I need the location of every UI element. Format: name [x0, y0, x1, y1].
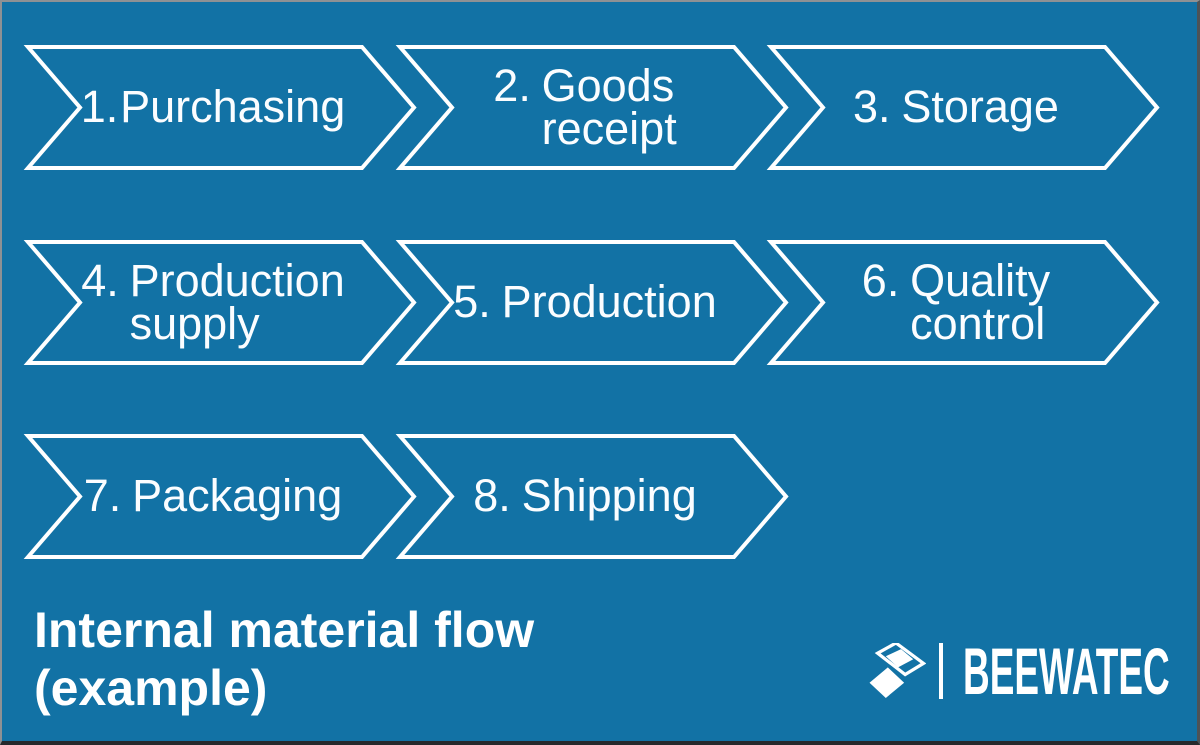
- step-number: 1.: [80, 81, 119, 133]
- brand-name: BEEWATEC: [963, 634, 1170, 708]
- step-chevron-6: 6. Quality control: [766, 240, 1160, 365]
- step-label-8: 8. Shipping: [473, 470, 697, 522]
- step-label-2: 2. Goods receipt: [493, 59, 677, 154]
- step-text: Purchasing: [120, 81, 346, 133]
- step-text: Production supply: [129, 254, 345, 349]
- chevron-outline: [395, 434, 789, 559]
- step-number: 4.: [81, 254, 119, 306]
- step-number: 7.: [83, 470, 122, 522]
- step-number: 8.: [473, 470, 511, 522]
- chevron-outline: [23, 240, 417, 365]
- step-label-7: 7. Packaging: [83, 470, 343, 522]
- step-number: 5.: [453, 276, 491, 328]
- chevron-outline: [23, 434, 417, 559]
- chevron-outline: [23, 45, 417, 170]
- logo-divider: [939, 643, 943, 699]
- chevron-outline: [395, 45, 789, 170]
- step-text: Quality control: [910, 254, 1051, 349]
- beewatec-tile-icon: [869, 642, 926, 698]
- chevron-outline: [766, 45, 1160, 170]
- diagram-title: Internal material flow (example): [34, 602, 535, 716]
- step-label-3: 3. Storage: [853, 81, 1059, 133]
- step-text: Shipping: [521, 470, 697, 522]
- step-text: Goods receipt: [541, 59, 677, 154]
- step-number: 3.: [853, 81, 891, 133]
- brand-logo: BEEWATEC: [868, 634, 1197, 708]
- step-text: Packaging: [132, 470, 343, 522]
- step-chevron-7: 7. Packaging: [23, 434, 417, 559]
- step-text: Storage: [901, 81, 1059, 133]
- step-chevron-5: 5. Production: [395, 240, 789, 365]
- step-label-5: 5. Production: [453, 276, 717, 328]
- step-chevron-4: 4. Production supply: [23, 240, 417, 365]
- step-number: 2.: [493, 59, 531, 111]
- step-chevron-3: 3. Storage: [766, 45, 1160, 170]
- step-label-1: 1. Purchasing: [80, 81, 346, 133]
- step-chevron-1: 1. Purchasing: [23, 45, 417, 170]
- chevron-outline: [395, 240, 789, 365]
- step-text: Production: [501, 276, 717, 328]
- step-chevron-8: 8. Shipping: [395, 434, 789, 559]
- step-label-4: 4. Production supply: [81, 254, 345, 349]
- step-number: 6.: [861, 254, 900, 306]
- step-label-6: 6. Quality control: [861, 254, 1051, 349]
- step-chevron-2: 2. Goods receipt: [395, 45, 789, 170]
- chevron-outline: [766, 240, 1160, 365]
